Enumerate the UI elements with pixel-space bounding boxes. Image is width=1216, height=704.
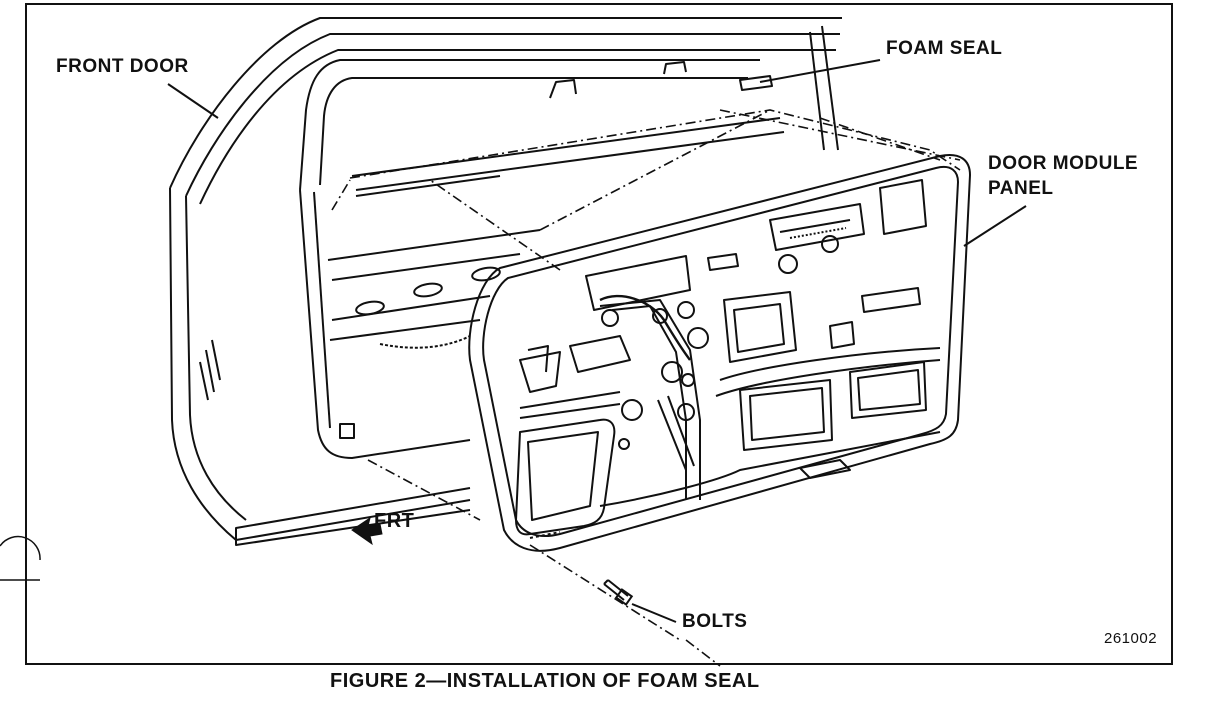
foam-seal-label: FOAM SEAL [886,38,1003,59]
foam-seal-leader [759,59,881,83]
front-door-leader [167,83,219,119]
front-door-label: FRONT DOOR [56,56,189,77]
bolts-leader [631,603,677,623]
figure-caption: FIGURE 2—INSTALLATION OF FOAM SEAL [330,670,760,692]
frt-arrow-icon [351,516,383,546]
frt-label: FRT [374,510,415,532]
door-module-label-line2: PANEL [988,178,1054,199]
door-module-label-line1: DOOR MODULE [988,153,1139,174]
door-module-panel [468,154,971,552]
door-module-leader [963,205,1027,247]
foam-seal-outline [331,109,961,667]
binder-hole-mark [0,535,41,581]
figure-code: 261002 [1104,630,1158,647]
leader-lines [167,59,1027,623]
bolt-icon [603,579,634,606]
figure-border [25,3,1173,665]
door-module-panel-label: DOOR MODULE PANEL [988,151,1138,201]
bolts-label: BOLTS [682,611,748,632]
